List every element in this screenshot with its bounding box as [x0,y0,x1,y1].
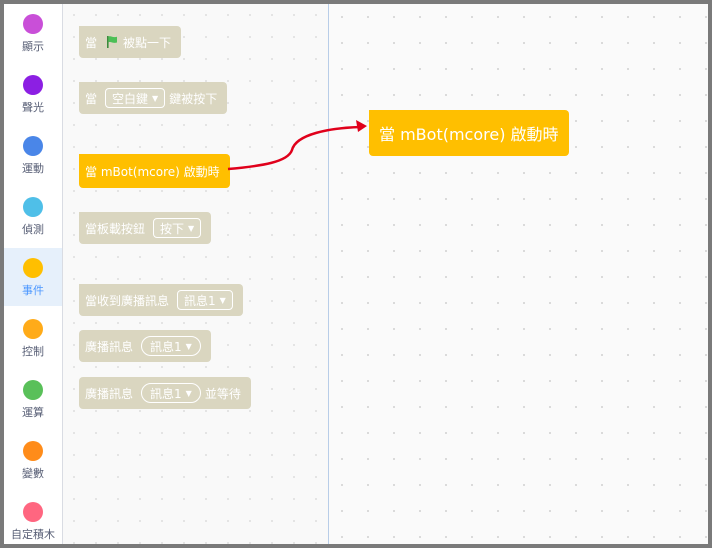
category-label: 顯示 [22,40,44,53]
category-variables[interactable]: 變數 [4,431,62,489]
events-category-dot [23,258,43,278]
dropdown-value: 按下 [160,221,185,236]
block-text: 當 mBot(mcore) 啟動時 [379,125,559,144]
category-display[interactable]: 顯示 [4,4,62,62]
dropdown-arrow-icon: ▼ [152,93,159,103]
block-text: 當板載按鈕 [85,221,146,236]
dropdown-value: 訊息1 [150,386,182,401]
block-text: 當 [85,91,98,106]
dropdown-arrow-icon: ▼ [219,295,226,305]
message-dropdown[interactable]: 訊息1▼ [141,336,201,356]
script-workspace[interactable]: 當 mBot(mcore) 啟動時 [329,4,708,544]
dropdown-arrow-icon: ▼ [185,388,192,398]
message-dropdown[interactable]: 訊息1▼ [141,383,201,403]
category-my-blocks[interactable]: 自定積木 [4,492,62,550]
dropdown-value: 空白鍵 [112,91,149,106]
block-palette: 當 被點一下 當 空白鍵▼ 鍵被按下 當 mBot(mcore) 啟動時 當板載… [63,4,328,544]
message-dropdown[interactable]: 訊息1▼ [177,290,233,310]
block-text: 當 mBot(mcore) 啟動時 [85,164,220,179]
palette-divider [328,4,329,544]
broadcast-block[interactable]: 廣播訊息 訊息1▼ [79,330,211,362]
category-label: 運算 [22,406,44,419]
green-flag-icon [105,35,119,49]
control-category-dot [23,319,43,339]
sound-light-category-dot [23,75,43,95]
when-onboard-button-block[interactable]: 當板載按鈕 按下▼ [79,198,212,244]
block-text: 廣播訊息 [85,339,134,354]
variables-category-dot [23,441,43,461]
dropdown-arrow-icon: ▼ [185,341,192,351]
display-category-dot [23,14,43,34]
category-label: 偵測 [22,223,44,236]
category-label: 聲光 [22,101,44,114]
category-label: 變數 [22,467,44,480]
category-sound-light[interactable]: 聲光 [4,65,62,123]
motion-category-dot [23,136,43,156]
category-label: 自定積木 [11,528,55,541]
when-flag-clicked-block[interactable]: 當 被點一下 [79,12,182,58]
key-dropdown[interactable]: 空白鍵▼ [105,88,166,108]
when-key-pressed-block[interactable]: 當 空白鍵▼ 鍵被按下 [79,68,228,114]
block-text: 當收到廣播訊息 [85,293,170,308]
category-sensing[interactable]: 偵測 [4,187,62,245]
dropdown-value: 訊息1 [150,339,182,354]
sensing-category-dot [23,197,43,217]
button-state-dropdown[interactable]: 按下▼ [153,218,202,238]
block-text: 並等待 [204,386,241,401]
dropdown-value: 訊息1 [184,293,216,308]
dropdown-arrow-icon: ▼ [188,223,195,233]
block-text: 鍵被按下 [169,91,218,106]
category-sidebar: 顯示 聲光 運動 偵測 事件 控制 運算 變數 自定積木 [4,4,63,544]
category-operators[interactable]: 運算 [4,370,62,428]
workspace-mbot-start-block[interactable]: 當 mBot(mcore) 啟動時 [369,92,569,156]
category-label: 控制 [22,345,44,358]
my-blocks-category-dot [23,502,43,522]
broadcast-and-wait-block[interactable]: 廣播訊息 訊息1▼ 並等待 [79,377,251,409]
operators-category-dot [23,380,43,400]
category-control[interactable]: 控制 [4,309,62,367]
block-text: 當 [85,35,98,50]
block-text: 被點一下 [123,35,172,50]
category-label: 運動 [22,162,44,175]
category-label: 事件 [22,284,44,297]
category-motion[interactable]: 運動 [4,126,62,184]
when-mbot-starts-block[interactable]: 當 mBot(mcore) 啟動時 [79,140,230,188]
category-events[interactable]: 事件 [4,248,62,306]
block-text: 廣播訊息 [85,386,134,401]
when-receive-broadcast-block[interactable]: 當收到廣播訊息 訊息1▼ [79,270,243,316]
